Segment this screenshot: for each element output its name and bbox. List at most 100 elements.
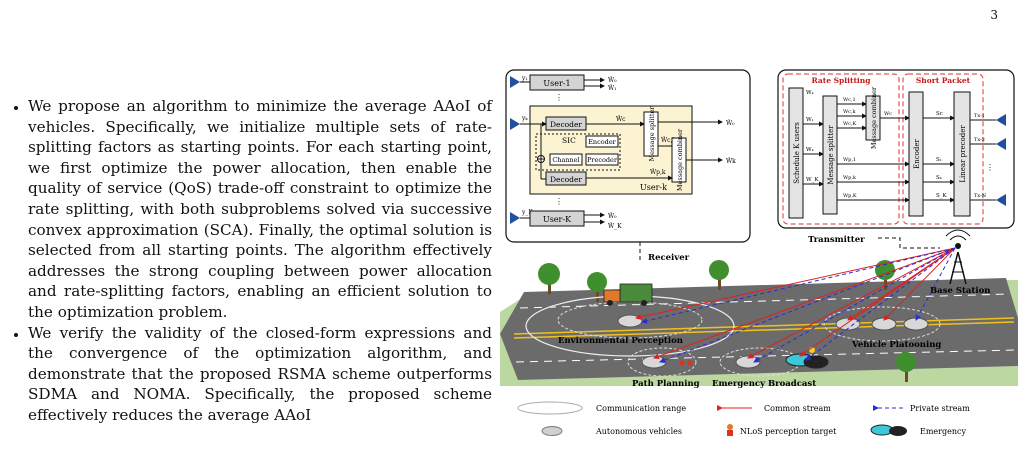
lane-line (513, 321, 1015, 339)
body-text-column: We propose an algorithm to minimize the … (8, 96, 492, 426)
tx-encoder-box (908, 91, 924, 217)
communication-range (823, 306, 941, 342)
linear-precoder-box (953, 91, 971, 217)
symbol-label: Ŵp,k (650, 169, 666, 176)
legend-communication-range: Communication range (596, 404, 686, 413)
legend-emergency-swatch (870, 424, 907, 436)
transmitter-label: Transmitter (808, 235, 865, 245)
system-model-figure: y₁ User-1 Ŵ₀ Ŵ₁ ⋮ yₖ Decoder Ŵc SIC Enco… (500, 66, 1018, 456)
symbol-label: Wₖ (806, 90, 815, 96)
vehicle-platooning-label: Vehicle Platooning (851, 340, 941, 350)
rate-splitting-label: Rate Splitting (812, 76, 872, 85)
symbol-label: Wc,1 (843, 97, 856, 103)
message-combiner-label: Message combiner (676, 128, 684, 191)
symbol-label: Ŵc (616, 116, 626, 123)
antenna-icon (996, 114, 1006, 126)
symbol-label: Sc (936, 111, 943, 117)
symbol-label: Ŵ₀ (608, 77, 617, 84)
symbol-label: W_K (806, 177, 819, 183)
lane-line (513, 317, 1015, 335)
user-k-label: User-k (640, 183, 667, 192)
antenna-icon (510, 118, 520, 130)
antenna-icon (510, 212, 520, 224)
tx-message-splitter-label: Message splitter (827, 125, 835, 185)
symbol-label: Ŵ_K (608, 223, 622, 230)
transmitter-panel: Rate Splitting Short Packet Schedule K u… (777, 69, 1015, 249)
ellipsis-label: ⋮ (555, 197, 563, 206)
channel-box (549, 153, 583, 166)
sic-box (535, 133, 621, 171)
legend-private-stream: Private stream (910, 404, 970, 413)
symbol-label: Ŵc,k (661, 137, 676, 144)
receiver-label: Receiver (648, 253, 690, 263)
antenna-icon (510, 76, 520, 88)
emergency-vehicle-icon (785, 347, 829, 369)
tx-label: Tx-N (974, 193, 987, 199)
legend-nlos-target: NLoS perception target (740, 427, 837, 436)
tx-encoder-label: Encoder (913, 138, 921, 168)
rate-splitting-region (782, 73, 900, 225)
legend-common-stream: Common stream (764, 404, 831, 413)
communication-range (627, 347, 697, 377)
environmental-perception-label: Environmental Perception (558, 336, 683, 346)
symbol-label: Ŵ₀ (608, 213, 617, 220)
tree-icon (709, 260, 729, 290)
symbol-label: S_K (936, 193, 948, 199)
base-station-label: Base Station (930, 286, 990, 296)
sic-label: SIC (562, 136, 576, 145)
tree-icon (896, 352, 916, 382)
symbol-label: W₁ (806, 117, 814, 123)
tx-label: Tx-2 (974, 137, 985, 143)
ellipsis-label: ⋮ (555, 93, 563, 102)
symbol-label: Ŵ₁ (608, 85, 617, 92)
path-planning-label: Path Planning (632, 379, 700, 389)
user-1-box (529, 74, 585, 91)
tx-label: Tx-1 (974, 113, 985, 119)
tree-icon (587, 272, 607, 302)
autonomous-vehicle-icon (617, 314, 643, 328)
precoder-box (585, 153, 619, 166)
tree-icon (538, 263, 560, 294)
contribution-list: We propose an algorithm to minimize the … (8, 96, 492, 426)
antenna-icon (996, 138, 1006, 150)
road-surface (500, 278, 1018, 380)
bullet-item: We verify the validity of the closed-for… (28, 323, 492, 426)
symbol-label: Wp,1 (843, 157, 856, 163)
symbol-label: Ŵ₀ (726, 120, 735, 127)
legend-vehicle-swatch (541, 426, 563, 436)
lane-line (519, 293, 1011, 309)
legend-range-swatch (517, 401, 583, 415)
encoder-box (585, 135, 619, 148)
ellipsis-label: ⋮ (986, 163, 994, 172)
symbol-label: Sₖ (936, 175, 943, 181)
schedule-box (788, 87, 804, 219)
system-model-svg: y₁ User-1 Ŵ₀ Ŵ₁ ⋮ yₖ Decoder Ŵc SIC Enco… (500, 69, 1018, 436)
symbol-label: y₁ (521, 75, 528, 82)
user-1-label: User-1 (543, 79, 570, 88)
autonomous-vehicle-icon (903, 317, 929, 331)
short-packet-region (902, 73, 984, 225)
symbol-label: Wc (884, 111, 892, 117)
decoder-label: Decoder (550, 175, 582, 184)
common-streams (635, 247, 956, 360)
schedule-label: Schedule K users (793, 122, 801, 184)
user-K-label: User-K (543, 215, 572, 224)
tx-message-combiner-label: Message combiner (870, 86, 878, 149)
symbol-label: yₖ (521, 115, 528, 122)
truck-icon (603, 283, 653, 306)
symbol-label: Ŵk (726, 158, 736, 165)
legend: Communication range Common stream Privat… (517, 401, 970, 436)
encoder-label: Encoder (588, 138, 616, 146)
private-streams (641, 247, 956, 363)
symbol-label: Wp,K (843, 193, 857, 199)
linear-precoder-label: Linear precoder (959, 125, 967, 183)
legend-autonomous-vehicles: Autonomous vehicles (595, 427, 682, 436)
decoder-label: Decoder (550, 120, 582, 129)
road-scene: Base Station Environmental Perception Ve… (500, 229, 1018, 389)
symbol-label: y_K (521, 209, 533, 216)
precoder-label: Precoder (587, 156, 618, 164)
user-K-box (529, 210, 585, 227)
symbol-label: Wc,k (843, 109, 857, 115)
legend-emergency: Emergency (920, 427, 966, 436)
message-splitter-label: Message splitter (648, 106, 656, 162)
